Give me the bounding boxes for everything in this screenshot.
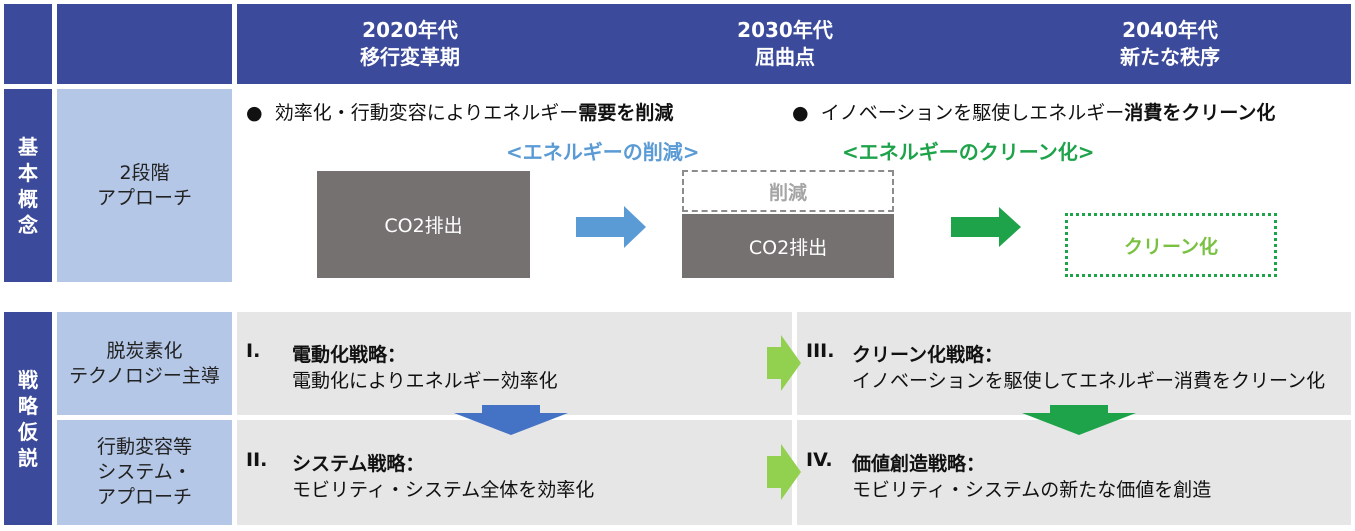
strategy-description: モビリティ・システム全体を効率化	[292, 479, 595, 501]
strategy-number: II.	[246, 449, 268, 471]
period-year: 2030年代	[737, 18, 833, 42]
row-label-char: 戦	[18, 367, 38, 392]
period-label: 新たな秩序	[1120, 45, 1220, 69]
strategy-title: システム戦略：	[292, 453, 425, 475]
row-label-char: 仮	[18, 419, 38, 444]
category-line: アプローチ	[96, 486, 192, 508]
strategy-cell-system	[237, 420, 792, 525]
bullet-demand-reduction: ● 効率化・行動変容によりエネルギー需要を削減	[246, 98, 673, 125]
period-year: 2020年代	[362, 18, 458, 42]
strategy-title: 電動化戦略：	[292, 344, 407, 366]
period-2030s: 2030年代 屈曲点	[635, 4, 935, 84]
bullet-marker: ●	[792, 102, 809, 124]
strategy-description: モビリティ・システムの新たな価値を創造	[852, 479, 1212, 501]
strategy-description: 電動化によりエネルギー効率化	[292, 370, 558, 392]
green-arrow-right-icon-upper	[767, 335, 801, 391]
period-2040s: 2040年代 新たな秩序	[1020, 4, 1320, 84]
strategy-row-label: 戦 略 仮 説	[4, 312, 52, 525]
subtitle-energy-clean: <エネルギーのクリーン化>	[842, 140, 1095, 164]
strategy-cell-clean	[797, 312, 1351, 415]
period-label: 移行変革期	[360, 45, 460, 69]
strategy-number: I.	[246, 340, 261, 362]
clean-dotted-block: クリーン化	[1065, 213, 1277, 277]
period-label: 屈曲点	[755, 45, 815, 69]
bullet-text: イノベーションを駆使しエネルギー	[820, 102, 1125, 124]
approach-label-line: アプローチ	[96, 186, 192, 209]
strategy-description: イノベーションを駆使してエネルギー消費をクリーン化	[852, 370, 1326, 392]
row-label-char: 略	[18, 393, 38, 418]
strategy-title: 価値創造戦略：	[852, 453, 986, 475]
row-label-char: 説	[18, 445, 38, 470]
blue-arrow-down-icon	[454, 405, 568, 435]
subtitle-energy-reduction: <エネルギーの削減>	[506, 140, 700, 164]
row-label-char: 基	[18, 134, 38, 159]
strategy-number: III.	[806, 340, 835, 362]
period-year: 2040年代	[1122, 18, 1218, 42]
category-decarbonization: 脱炭素化 テクノロジー主導	[57, 312, 232, 415]
basic-concept-row-label: 基 本 概 念	[4, 89, 52, 282]
green-arrow-down-icon	[1022, 405, 1136, 435]
bullet-text: 効率化・行動変容によりエネルギー	[274, 102, 579, 124]
blue-arrow-right-icon	[576, 206, 646, 248]
row-label-char: 概	[18, 186, 38, 211]
category-behavior-change: 行動変容等 システム・ アプローチ	[57, 420, 232, 525]
category-line: テクノロジー主導	[69, 364, 220, 387]
co2-emission-block-2020: CO2排出	[317, 171, 530, 278]
bullet-clean-consumption: ● イノベーションを駆使しエネルギー消費をクリーン化	[792, 98, 1275, 125]
category-line: システム・	[97, 461, 192, 483]
strategy-cell-value-creation	[797, 420, 1351, 525]
strategy-number: IV.	[806, 449, 833, 471]
category-line: 脱炭素化	[106, 339, 183, 362]
bullet-marker: ●	[246, 102, 263, 124]
row-label-char: 本	[18, 160, 38, 185]
strategy-cell-electrification	[237, 312, 792, 415]
period-2020s: 2020年代 移行変革期	[260, 4, 560, 84]
approach-label-cell: 2段階 アプローチ	[57, 89, 232, 282]
green-arrow-right-icon	[951, 207, 1021, 247]
category-line: 行動変容等	[96, 436, 192, 458]
row-label-char: 念	[18, 212, 38, 237]
co2-emission-block-2030: CO2排出	[682, 214, 894, 278]
header-periods-band	[237, 4, 1351, 84]
approach-label-line: 2段階	[119, 161, 170, 184]
strategy-title: クリーン化戦略：	[852, 344, 1004, 366]
header-label-cell	[57, 4, 232, 84]
bullet-emphasis: 消費をクリーン化	[1124, 102, 1276, 124]
header-corner-cell	[4, 4, 52, 84]
reduction-dashed-block: 削減	[682, 170, 894, 212]
bullet-emphasis: 需要を削減	[578, 102, 674, 124]
green-arrow-right-icon-lower	[767, 444, 801, 500]
